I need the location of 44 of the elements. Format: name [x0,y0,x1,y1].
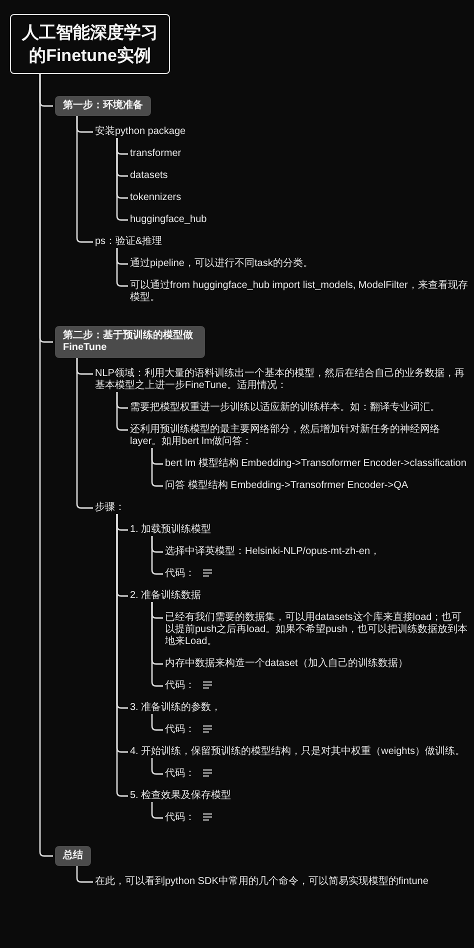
topic-text: 代码： [165,724,195,735]
connector-line [151,758,163,775]
topic-text: 已经有我们需要的数据集，可以用datasets这个库来直接load；也可以提前push之后再load。如果不希望push，也可以把训练数据放到本地来Load。 [165,612,468,648]
connector-line [151,714,163,731]
topic-text: 内存中数据来构造一个dataset（加入自己的训练数据） [165,658,408,670]
topic-text: 需要把模型权重进一步训练以适应新的训练样本。如：翻译专业词汇。 [130,402,440,414]
connector-line [116,138,128,221]
topic-text: 还利用预训练模型的最主要网络部分，然后增加针对新任务的神经网络layer。如用bert lm做问答： [130,424,468,448]
connector-line [76,116,93,243]
topic-text: 代码： [165,568,195,579]
connector-line [151,802,163,819]
connector-line [151,536,163,575]
topic-text: 3. 准备训练的参数， [130,702,222,714]
topic-text: ps：验证&推理 [95,236,162,248]
topic-text: 5. 检查效果及保存模型 [130,790,232,802]
topic-text: bert lm 模型结构 Embedding->Transoformer Encoder->classification [165,458,466,470]
connector-line [151,448,163,487]
topic-text: 可以通过from huggingface_hub import list_models, ModelFilter，来查看现存模型。 [130,280,468,304]
topic-text: 1. 加载预训练模型 [130,524,212,536]
topic-text: 选择中译英模型：Helsinki-NLP/opus-mt-zh-en， [165,546,380,558]
connector-line [116,392,128,431]
topic-text: 代码： [165,768,195,779]
topic-text: NLP领域：利用大量的语料训练出一个基本的模型，然后在结合自己的业务数据，再基本模型之上进一步FineTune。适用情况： [95,368,468,392]
connector-line [116,248,128,287]
topic-text: tokennizers [130,192,182,204]
topic-text: 问答 模型结构 Embedding->Transofrmer Encoder->QA [165,480,408,492]
topic-text: 步骤： [95,502,125,514]
title-box: 人工智能深度学习的Finetune实例 [10,14,170,74]
topic-text: 4. 开始训练，保留预训练的模型结构，只是对其中权重（weights）做训练。 [130,746,466,758]
connector-line [76,358,93,509]
topic-box: 第二步：基于预训练的模型做FineTune [55,326,205,358]
topic-text: 在此，可以看到python SDK中常用的几个命令，可以简易实现模型的fintune [95,876,428,888]
topic-text: 代码： [165,680,195,691]
topic-text: huggingface_hub [130,214,207,226]
topic-text: 2. 准备训练数据 [130,590,202,602]
topic-box: 总结 [55,846,91,866]
topic-text: datasets [130,170,168,182]
connector-line [151,602,163,687]
topic-text: 通过pipeline，可以进行不同task的分类。 [130,258,313,270]
topic-text: transformer [130,148,182,160]
topic-text: 安装python package [95,126,186,138]
connector-line [76,866,93,883]
topic-text: 代码： [165,812,195,823]
topic-box: 第一步：环境准备 [55,96,151,116]
